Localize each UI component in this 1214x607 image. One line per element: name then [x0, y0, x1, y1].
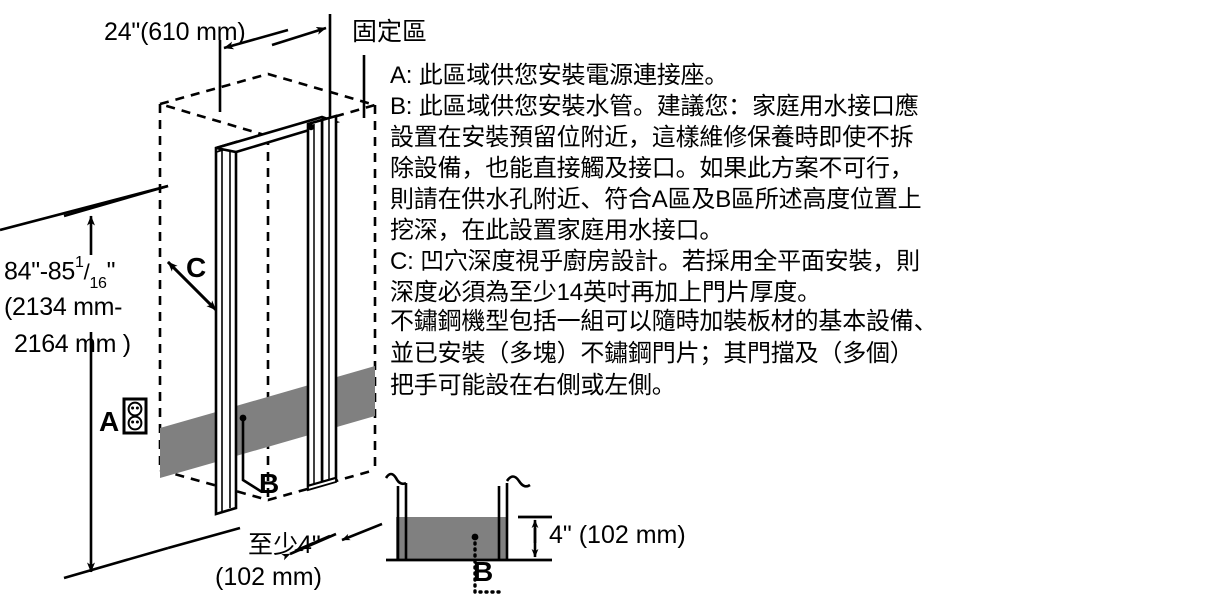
bottom-detail-section: [384, 472, 552, 594]
callout-label-b: B: [259, 468, 280, 499]
callout-b-leader: [239, 414, 263, 494]
height-inches-suffix: ": [106, 257, 116, 286]
note-line: B: 此區域供您安裝水管。建議您：家庭用水接口應: [390, 93, 919, 120]
note-line: 則請在供水孔附近、符合A區及B區所述高度位置上: [390, 186, 922, 213]
height-inches-prefix: 84"-85: [4, 257, 76, 286]
callout-label-c: C: [186, 252, 207, 283]
height-dimension: [63, 184, 169, 580]
note-line: 深度必須為至少14英吋再加上門片厚度。: [390, 279, 821, 306]
bottom-depth-label-line2: (102 mm): [215, 563, 322, 591]
fraction-slash: /: [83, 259, 90, 285]
note-line: 不鏽鋼機型包括一組可以隨時加裝板材的基本設備、: [390, 308, 938, 335]
appliance-panel: [214, 114, 341, 516]
note-line: A: 此區域供您安裝電源連接座。: [390, 62, 729, 89]
note-line: 並已安裝（多塊）不鏽鋼門片；其門擋及（多個）: [390, 340, 914, 367]
height-dimension-mm-line2: 2164 mm ): [14, 330, 131, 358]
bottom-depth-arrows: [281, 522, 383, 561]
note-line: 挖深，在此設置家庭用水接口。: [390, 217, 724, 244]
notes-paragraph-1: A: 此區域供您安裝電源連接座。 B: 此區域供您安裝水管。建議您：家庭用水接口…: [390, 60, 1022, 308]
note-line: 把手可能設在右側或左側。: [390, 372, 676, 399]
floor-reference-lines: [0, 184, 241, 550]
callout-label-a: A: [99, 406, 120, 437]
callout-c-arrow: [167, 261, 217, 311]
note-line: 設置在安裝預留位附近，這樣維修保養時即使不拆: [390, 124, 914, 151]
callout-label-b-detail: B: [473, 556, 494, 587]
notes-paragraph-2: 不鏽鋼機型包括一組可以隨時加裝板材的基本設備、 並已安裝（多塊）不鏽鋼門片；其門…: [390, 306, 1022, 402]
fraction-denominator: 16: [89, 275, 107, 293]
height-dimension-inches-label: 84"-851/16": [4, 255, 116, 293]
fraction-numerator: 1: [75, 254, 84, 271]
bottom-depth-label-line1: 至少4": [248, 531, 321, 559]
height-dimension-mm-line1: (2134 mm-: [4, 293, 123, 321]
note-line: C: 凹穴深度視乎廚房設計。若採用全平面安裝，則: [390, 248, 920, 275]
fixed-zone-label: 固定區: [352, 18, 428, 46]
power-outlet-icon: [122, 397, 148, 435]
top-width-dimension-label: 24"(610 mm): [104, 18, 246, 46]
utility-zone-band: [160, 366, 375, 478]
detail-height-label: 4" (102 mm): [549, 521, 686, 549]
note-line: 除設備，也能直接觸及接口。如果此方案不可行，: [390, 155, 914, 182]
height-fraction: 1/16: [75, 255, 107, 293]
